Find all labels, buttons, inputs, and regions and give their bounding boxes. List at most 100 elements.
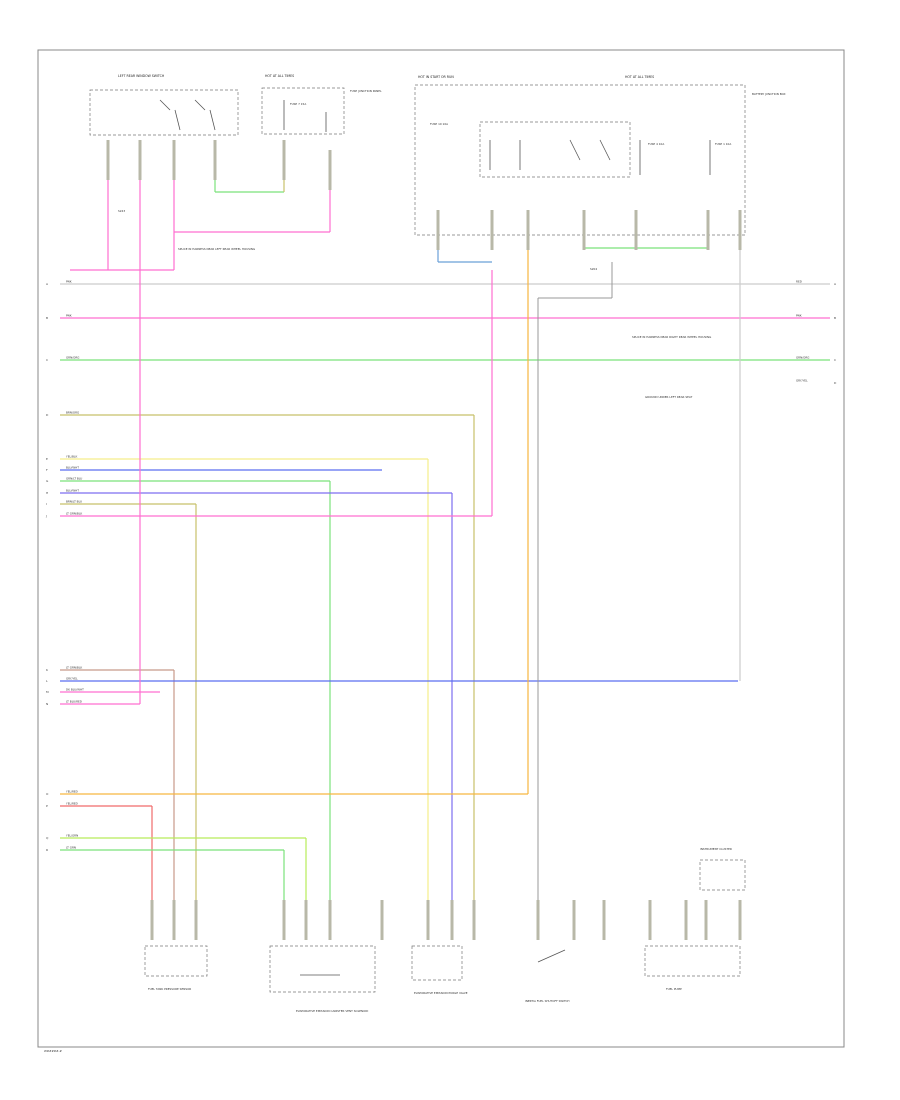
connector-pin: [328, 900, 332, 940]
connector-pin: [572, 900, 576, 940]
instrument-cluster: INSTRUMENT CLUSTER: [699, 847, 746, 891]
connector-pin: [328, 150, 332, 190]
connector-pin: [472, 900, 476, 940]
hot-at-all-times-label-2: HOT AT ALL TIMES: [625, 75, 654, 79]
evap-purge-valve: EVAPORATIVE EMISSION PURGE VALVE: [411, 945, 468, 995]
connector-pin: [194, 900, 198, 940]
fuse-label-1: FUSE 7 15A: [290, 102, 306, 106]
signal-wire-f: BLU/WHT: [66, 466, 79, 470]
signal-pin-q: Q: [46, 836, 49, 840]
diagram-frame: [37, 49, 845, 1048]
connector-pin: [450, 900, 454, 940]
signal-pin-k: K: [46, 668, 49, 672]
connector-pin: [648, 900, 652, 940]
signal-pin-l: L: [46, 679, 48, 683]
instrument-cluster-label: INSTRUMENT CLUSTER: [700, 847, 732, 851]
signal-wire-e: YEL/BLK: [66, 455, 77, 459]
signal-wire-b: PNK: [66, 314, 72, 318]
connector-pin: [738, 900, 742, 940]
connector-pin: [213, 140, 217, 180]
connector-pin: [706, 210, 710, 250]
connector-pin: [380, 900, 384, 940]
signal-wire-n: LT BLU/RED: [66, 700, 82, 704]
signal-pin-g: G: [46, 479, 49, 483]
fuse-label-2: FUSE 10 10A: [430, 122, 448, 126]
signal-wire-h: BLU/WHT: [66, 489, 79, 493]
right-pin-c: C: [834, 358, 836, 362]
node-left-label: S243: [118, 209, 125, 213]
connector-pin: [106, 140, 110, 180]
fuel-pump: FUEL PUMP: [644, 945, 741, 991]
right-pin-d: D: [834, 381, 837, 385]
signal-wire-m: DK BLU/WHT: [66, 688, 84, 692]
node-right-label: S204: [590, 267, 597, 271]
right-pin-b: B: [834, 316, 836, 320]
connector-pin: [582, 210, 586, 250]
signal-pin-c: C: [46, 358, 48, 362]
splice-left-note: SPLICE IN HARNESS NEAR LEFT REAR WHEEL H…: [178, 247, 255, 251]
hot-at-all-times-label-1: HOT AT ALL TIMES: [265, 74, 294, 78]
signal-pin-e: E: [46, 457, 48, 461]
hot-at-all-times-fuse: HOT AT ALL TIMES FUSE 7 15A FUSE JUNCTIO…: [261, 74, 382, 135]
inertia-switch-label: INERTIA FUEL SHUTOFF SWITCH: [525, 999, 570, 1003]
fuse-junction-label: FUSE JUNCTION PANEL: [350, 89, 382, 93]
fuel-pump-label: FUEL PUMP: [666, 987, 682, 991]
signal-wire-i: BRN/LT BLU: [66, 500, 82, 504]
fuse-label-3: FUSE 4 10A: [648, 142, 664, 146]
battery-junction-box: HOT IN START OR RUN HOT AT ALL TIMES FUS…: [414, 75, 786, 236]
connector-pin: [738, 210, 742, 250]
signal-wire-l: GRY/YEL: [66, 677, 78, 681]
connector-pin: [282, 900, 286, 940]
left-rear-window-switch: LEFT REAR WINDOW SWITCH: [89, 74, 239, 136]
connector-pin: [172, 900, 176, 940]
right-pin-a: A: [834, 282, 837, 286]
signal-wire-k: LT GRN/BLK: [66, 666, 82, 670]
page-code: W#####-#: [44, 1049, 62, 1053]
signal-pin-o: O: [46, 792, 49, 796]
signal-wire-j: LT GRN/BLK: [66, 512, 82, 516]
window-switch-label: LEFT REAR WINDOW SWITCH: [118, 74, 165, 78]
signal-pin-a: A: [46, 282, 49, 286]
evap-canister-vent-label: EVAPORATIVE EMISSION CANISTER VENT SOLEN…: [296, 1009, 368, 1013]
connector-pin: [536, 900, 540, 940]
signal-pin-m: M: [46, 690, 49, 694]
splice-right-note: SPLICE IN HARNESS NEAR RIGHT REAR WHEEL …: [632, 335, 711, 339]
hot-in-start-label: HOT IN START OR RUN: [418, 75, 454, 79]
evap-canister-vent: EVAPORATIVE EMISSION CANISTER VENT SOLEN…: [269, 945, 376, 1013]
signal-wire-p: YEL/RED: [66, 802, 78, 806]
connector-pin: [150, 900, 154, 940]
fuel-tank-pressure-sensor-label: FUEL TANK PRESSURE SENSOR: [148, 987, 191, 991]
signal-wire-q: YEL/GRN: [66, 834, 78, 838]
signal-pin-p: P: [46, 804, 48, 808]
connector-pin: [526, 210, 530, 250]
connector-pin: [282, 140, 286, 180]
ground-note: GROUND UNDER LEFT REAR SEAT: [645, 395, 693, 399]
signal-pin-n: N: [46, 702, 48, 706]
connector-pin: [426, 900, 430, 940]
connector-pin: [684, 900, 688, 940]
connector-pin: [138, 140, 142, 180]
connector-pin: [634, 210, 638, 250]
connector-pin: [490, 210, 494, 250]
signal-pin-j: J: [45, 514, 47, 518]
signal-pin-i: I: [46, 502, 47, 506]
signal-wire-d: BRN/ORG: [66, 411, 79, 415]
right-wire-c: GRN/ORG: [796, 356, 809, 360]
fuse-label-4: FUSE 1 10A: [715, 142, 731, 146]
evap-purge-valve-label: EVAPORATIVE EMISSION PURGE VALVE: [414, 991, 468, 995]
signal-wire-g: GRN/LT BLU: [66, 477, 82, 481]
signal-pin-r: R: [46, 848, 48, 852]
right-wire-b: PNK: [796, 314, 802, 318]
signal-wire-r: LT GRN: [66, 846, 76, 850]
signal-pin-f: F: [46, 468, 48, 472]
connector-pin: [602, 900, 606, 940]
signal-pin-h: H: [46, 491, 48, 495]
connector-pin: [436, 210, 440, 250]
signal-pin-d: D: [46, 413, 49, 417]
inertia-switch: INERTIA FUEL SHUTOFF SWITCH: [525, 949, 570, 1003]
connector-pin: [172, 140, 176, 180]
signal-wire-c: GRN/ORG: [66, 356, 79, 360]
signal-pin-b: B: [46, 316, 48, 320]
